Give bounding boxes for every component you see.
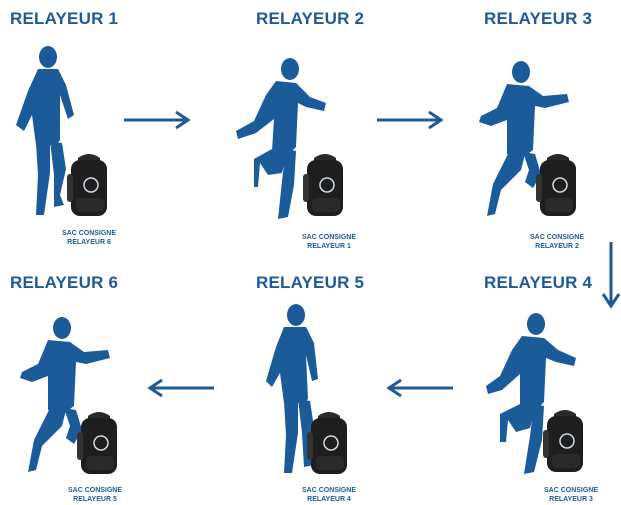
backpack-icon [76,410,122,476]
title-relayeur-2: RELAYEUR 2 [256,9,364,29]
bag-caption: SAC CONSIGNE RELAYEUR 6 [44,229,134,247]
bag-caption-owner: RELAYEUR 4 [284,495,374,504]
bag-caption: SAC CONSIGNE RELAYEUR 2 [512,233,602,251]
bag-caption-label: SAC CONSIGNE [512,233,602,242]
backpack-icon [535,152,581,218]
bag-caption: SAC CONSIGNE RELAYEUR 3 [526,486,616,504]
bag-caption-label: SAC CONSIGNE [284,233,374,242]
title-relayeur-4: RELAYEUR 4 [484,273,592,293]
bag-caption: SAC CONSIGNE RELAYEUR 5 [50,486,140,504]
backpack-icon [302,152,348,218]
title-relayeur-1: RELAYEUR 1 [10,9,118,29]
bag-caption-owner: RELAYEUR 3 [526,495,616,504]
backpack-icon [66,152,112,218]
bag-caption-owner: RELAYEUR 5 [50,495,140,504]
bag-caption-owner: RELAYEUR 6 [44,238,134,247]
arrow-right-icon [122,110,192,130]
title-relayeur-5: RELAYEUR 5 [256,273,364,293]
arrow-left-icon [385,378,455,398]
bag-caption-label: SAC CONSIGNE [44,229,134,238]
arrow-left-icon [146,378,216,398]
bag-caption-owner: RELAYEUR 2 [512,242,602,251]
bag-caption-owner: RELAYEUR 1 [284,242,374,251]
bag-caption-label: SAC CONSIGNE [50,486,140,495]
arrow-right-icon [375,110,445,130]
bag-caption-label: SAC CONSIGNE [284,486,374,495]
bag-caption-label: SAC CONSIGNE [526,486,616,495]
bag-caption: SAC CONSIGNE RELAYEUR 1 [284,233,374,251]
title-relayeur-3: RELAYEUR 3 [484,9,592,29]
backpack-icon [306,410,352,476]
backpack-icon [542,408,588,474]
bag-caption: SAC CONSIGNE RELAYEUR 4 [284,486,374,504]
arrow-down-icon [601,240,621,310]
title-relayeur-6: RELAYEUR 6 [10,273,118,293]
